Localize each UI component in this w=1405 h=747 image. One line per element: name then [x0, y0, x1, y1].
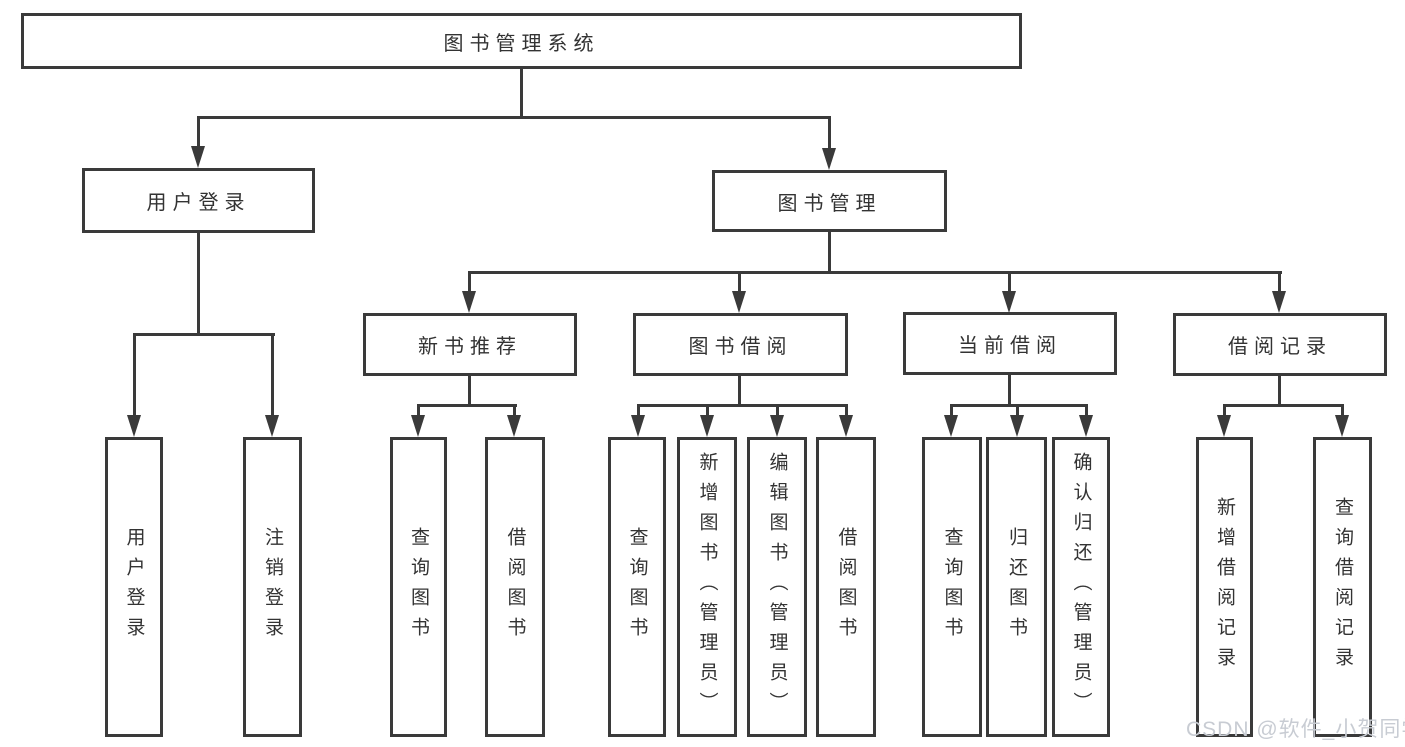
arrowhead-to-new-book: [462, 291, 476, 313]
leaf-br-add-record: 新增借阅记录: [1196, 437, 1253, 737]
leaf-cb-return-books-label: 归还图书: [1006, 527, 1027, 647]
leaf-user-login: 用户登录: [105, 437, 163, 737]
arrowhead-to-bb-query: [631, 415, 645, 437]
leaf-bb-borrow-books-label: 借阅图书: [835, 527, 857, 647]
node-borrow-record: 借阅记录: [1173, 313, 1387, 376]
connector-to-bb-borrow: [845, 404, 848, 418]
leaf-bb-query-books-label: 查询图书: [626, 527, 648, 647]
leaf-br-query-record-label: 查询借阅记录: [1332, 497, 1353, 677]
connector-root-stem: [520, 67, 523, 118]
connector-to-book-borrow: [738, 271, 741, 295]
leaf-cb-confirm-return: 确认归还（管理员）: [1052, 437, 1110, 737]
node-book-management-label: 图书管理: [777, 192, 882, 215]
connector-root-rail: [197, 116, 831, 119]
arrowhead-to-bb-add: [700, 415, 714, 437]
arrowhead-to-nb-borrow: [507, 415, 521, 437]
node-book-management: 图书管理: [712, 170, 947, 232]
leaf-nb-query-books: 查询图书: [390, 437, 447, 737]
arrowhead-to-br-add: [1217, 415, 1231, 437]
connector-new-book-rail: [417, 404, 517, 407]
leaf-bb-add-books-label: 新增图书（管理员）: [696, 452, 718, 722]
connector-to-bb-query: [637, 404, 640, 418]
leaf-nb-query-books-label: 查询图书: [408, 527, 429, 647]
leaf-bb-edit-books: 编辑图书（管理员）: [747, 437, 807, 737]
node-current-borrow: 当前借阅: [903, 312, 1117, 375]
leaf-logout: 注销登录: [243, 437, 302, 737]
connector-borrow-record-rail: [1223, 404, 1344, 407]
arrowhead-to-br-query: [1335, 415, 1349, 437]
leaf-br-add-record-label: 新增借阅记录: [1214, 497, 1235, 677]
connector-to-leaf-login: [133, 333, 136, 417]
connector-to-bb-edit: [776, 404, 779, 418]
arrowhead-to-user-login: [191, 146, 205, 168]
leaf-logout-label: 注销登录: [262, 527, 283, 647]
arrowhead-to-borrow-record: [1272, 291, 1286, 313]
node-new-book-recommend: 新书推荐: [363, 313, 577, 376]
watermark: CSDN @软件_小贺同学: [1186, 718, 1405, 741]
connector-borrow-record-stem: [1278, 375, 1281, 407]
leaf-user-login-label: 用户登录: [123, 527, 145, 647]
connector-new-book-stem: [468, 375, 471, 407]
connector-to-cb-query: [950, 404, 953, 418]
node-user-login-label: 用户登录: [146, 192, 251, 214]
leaf-nb-borrow-books-label: 借阅图书: [504, 527, 526, 647]
connector-to-cb-return: [1016, 404, 1019, 418]
connector-to-leaf-logout: [271, 333, 274, 417]
arrowhead-to-leaf-login: [127, 415, 141, 437]
connector-to-new-book: [468, 271, 471, 295]
connector-to-nb-query: [417, 404, 420, 418]
arrowhead-to-current-borrow: [1002, 291, 1016, 313]
connector-to-current-borrow: [1008, 271, 1011, 295]
connector-book-management-stem: [828, 232, 831, 274]
leaf-br-query-record: 查询借阅记录: [1313, 437, 1372, 737]
connector-current-borrow-rail: [950, 404, 1088, 407]
node-borrow-record-label: 借阅记录: [1228, 336, 1332, 358]
connector-to-nb-borrow: [513, 404, 516, 418]
arrowhead-to-cb-query: [944, 415, 958, 437]
connector-to-book-management: [828, 116, 831, 152]
arrowhead-to-book-management: [822, 148, 836, 170]
connector-to-cb-confirm: [1085, 404, 1088, 418]
leaf-bb-add-books: 新增图书（管理员）: [677, 437, 737, 737]
arrowhead-to-book-borrow: [732, 291, 746, 313]
node-book-borrow: 图书借阅: [633, 313, 848, 376]
connector-to-br-add: [1223, 404, 1226, 418]
arrowhead-to-bb-borrow: [839, 415, 853, 437]
connector-current-borrow-stem: [1008, 375, 1011, 407]
node-root: 图书管理系统: [21, 13, 1022, 69]
leaf-cb-query-books: 查询图书: [922, 437, 982, 737]
connector-to-borrow-record: [1278, 271, 1281, 295]
node-root-label: 图书管理系统: [443, 32, 600, 55]
connector-book-borrow-stem: [738, 375, 741, 407]
connector-to-user-login: [197, 116, 200, 150]
arrowhead-to-cb-return: [1010, 415, 1024, 437]
connector-to-br-query: [1341, 404, 1344, 418]
node-user-login: 用户登录: [82, 168, 315, 233]
arrowhead-to-bb-edit: [770, 415, 784, 437]
connector-to-bb-add: [706, 404, 709, 418]
leaf-bb-borrow-books: 借阅图书: [816, 437, 876, 737]
arrowhead-to-cb-confirm: [1079, 415, 1093, 437]
arrowhead-to-nb-query: [411, 415, 425, 437]
connector-book-borrow-rail: [637, 404, 848, 407]
arrowhead-to-leaf-logout: [265, 415, 279, 437]
leaf-nb-borrow-books: 借阅图书: [485, 437, 545, 737]
node-book-borrow-label: 图书借阅: [688, 336, 793, 358]
connector-user-login-stem: [197, 233, 200, 336]
node-new-book-recommend-label: 新书推荐: [418, 336, 522, 358]
leaf-bb-query-books: 查询图书: [608, 437, 666, 737]
leaf-cb-confirm-return-label: 确认归还（管理员）: [1070, 452, 1092, 722]
connector-user-login-rail: [133, 333, 275, 336]
connector-book-management-rail: [468, 271, 1282, 274]
leaf-cb-query-books-label: 查询图书: [941, 527, 963, 647]
leaf-bb-edit-books-label: 编辑图书（管理员）: [766, 452, 788, 722]
node-current-borrow-label: 当前借阅: [958, 335, 1062, 357]
leaf-cb-return-books: 归还图书: [986, 437, 1047, 737]
